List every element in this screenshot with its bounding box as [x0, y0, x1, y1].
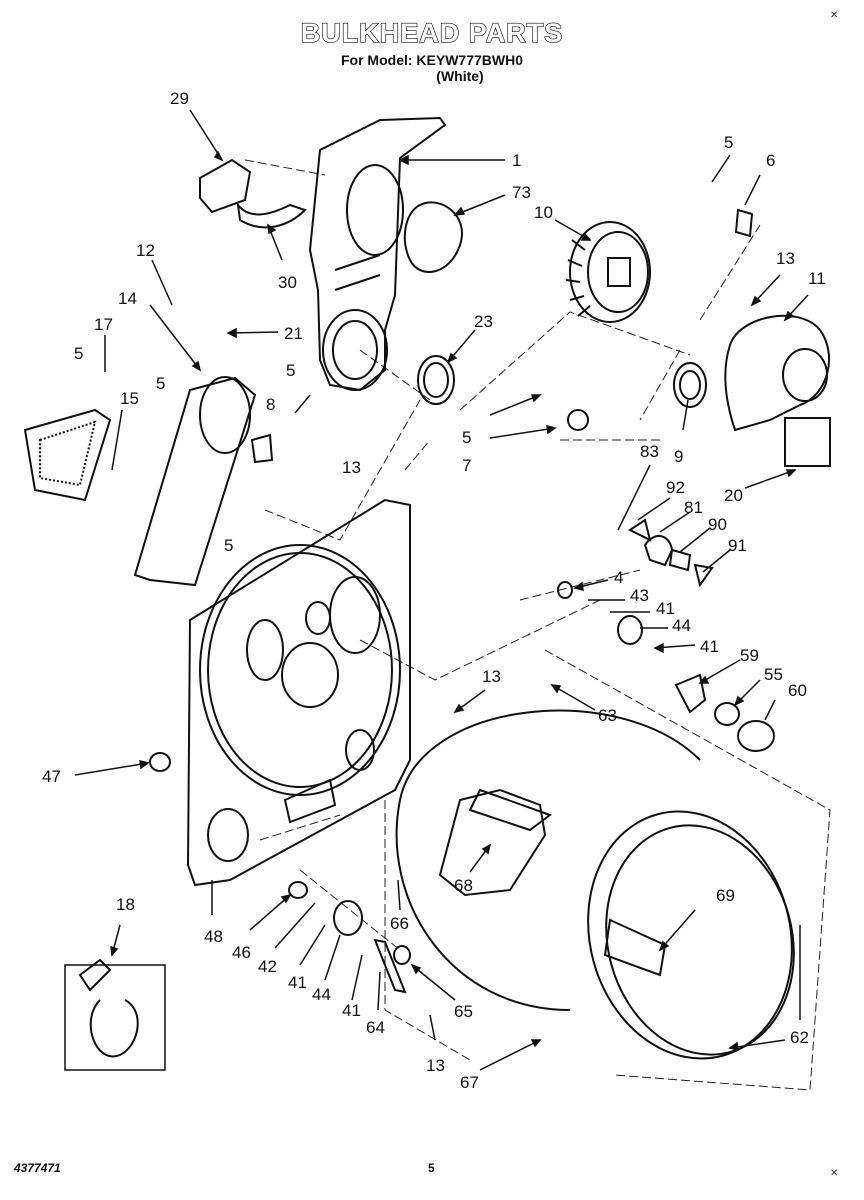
document-number: 4377471: [14, 1161, 61, 1175]
callout-label: 47: [42, 767, 61, 786]
callout-label: 60: [788, 681, 807, 700]
exhaust-duct-parts: [199, 158, 463, 405]
callout-label: 41: [656, 599, 675, 618]
front-bulkhead-panel: [186, 498, 411, 887]
callout-label: 13: [482, 667, 501, 686]
corner-mark: ✕: [830, 10, 839, 21]
callout-label: 13: [342, 458, 361, 477]
lint-screen-parts: [23, 376, 274, 587]
callout-label: 63: [598, 706, 617, 725]
callout-label: 83: [640, 442, 659, 461]
callout-label: 30: [278, 273, 297, 292]
callout-label: 18: [116, 895, 135, 914]
callout-label: 29: [170, 89, 189, 108]
callout-label: 48: [204, 927, 223, 946]
small-hardware: [78, 409, 775, 1058]
callout-label: 12: [136, 241, 155, 260]
callout-label: 55: [764, 665, 783, 684]
callout-label: 41: [288, 973, 307, 992]
callout-label: 15: [120, 389, 139, 408]
blower-assembly: [565, 208, 831, 467]
callout-label: 11: [808, 269, 826, 288]
callout-label: 21: [284, 324, 303, 343]
model-subtitle: For Model: KEYW777BWH0 (White): [0, 52, 864, 84]
callout-label: 59: [740, 646, 759, 665]
callout-label: 92: [666, 478, 685, 497]
callout-label: 8: [266, 395, 275, 414]
callout-label: 68: [454, 876, 473, 895]
callout-label: 65: [454, 1002, 473, 1021]
callout-label: 81: [684, 498, 703, 517]
callout-label: 13: [426, 1056, 445, 1075]
callout-label: 23: [474, 312, 493, 331]
callout-label: 69: [716, 886, 735, 905]
callout-label: 5: [286, 361, 295, 380]
side-panel-bracket: [308, 116, 447, 392]
page-title: BULKHEAD PARTS: [300, 17, 564, 48]
leader-arrows: [74, 109, 809, 1071]
page-number: 5: [428, 1161, 435, 1175]
dryer-drum: [395, 709, 795, 1060]
callout-label: 17: [94, 315, 113, 334]
callout-label: 46: [232, 943, 251, 962]
callout-label: 41: [700, 637, 719, 656]
callout-label: 4: [614, 568, 623, 587]
callout-label: 7: [462, 456, 471, 475]
callout-label: 5: [74, 344, 83, 363]
callout-label: 14: [118, 289, 137, 308]
callout-label: 5: [462, 428, 471, 447]
model-number: For Model: KEYW777BWH0: [340, 52, 523, 68]
callout-label: 41: [342, 1001, 361, 1020]
callout-label: 20: [724, 486, 743, 505]
callout-label: 62: [790, 1028, 809, 1047]
callout-label: 42: [258, 957, 277, 976]
callout-label: 90: [708, 515, 727, 534]
model-color: (White): [436, 68, 484, 84]
callout-label: 64: [366, 1018, 385, 1037]
callout-label: 5: [156, 374, 165, 393]
callout-label: 5: [724, 133, 733, 152]
callout-label: 66: [390, 914, 409, 933]
callout-label: 9: [674, 447, 683, 466]
callout-labels: 29 1 73 30 10 5 6 13 11 12 14 17 21 23 5…: [42, 89, 826, 1092]
callout-label: 91: [728, 536, 747, 555]
callout-label: 73: [512, 183, 531, 202]
dashed-assembly-lines: [244, 159, 831, 1091]
callout-label: 13: [776, 249, 795, 268]
callout-label: 43: [630, 586, 649, 605]
callout-label: 6: [766, 151, 775, 170]
corner-mark: ✕: [830, 1168, 839, 1179]
callout-label: 10: [534, 203, 553, 222]
callout-label: 5: [224, 536, 233, 555]
callout-label: 67: [460, 1073, 479, 1092]
callout-label: 1: [512, 151, 521, 170]
callout-label: 44: [312, 985, 331, 1004]
callout-label: 44: [672, 616, 691, 635]
accessory-inset-box: [64, 964, 166, 1071]
